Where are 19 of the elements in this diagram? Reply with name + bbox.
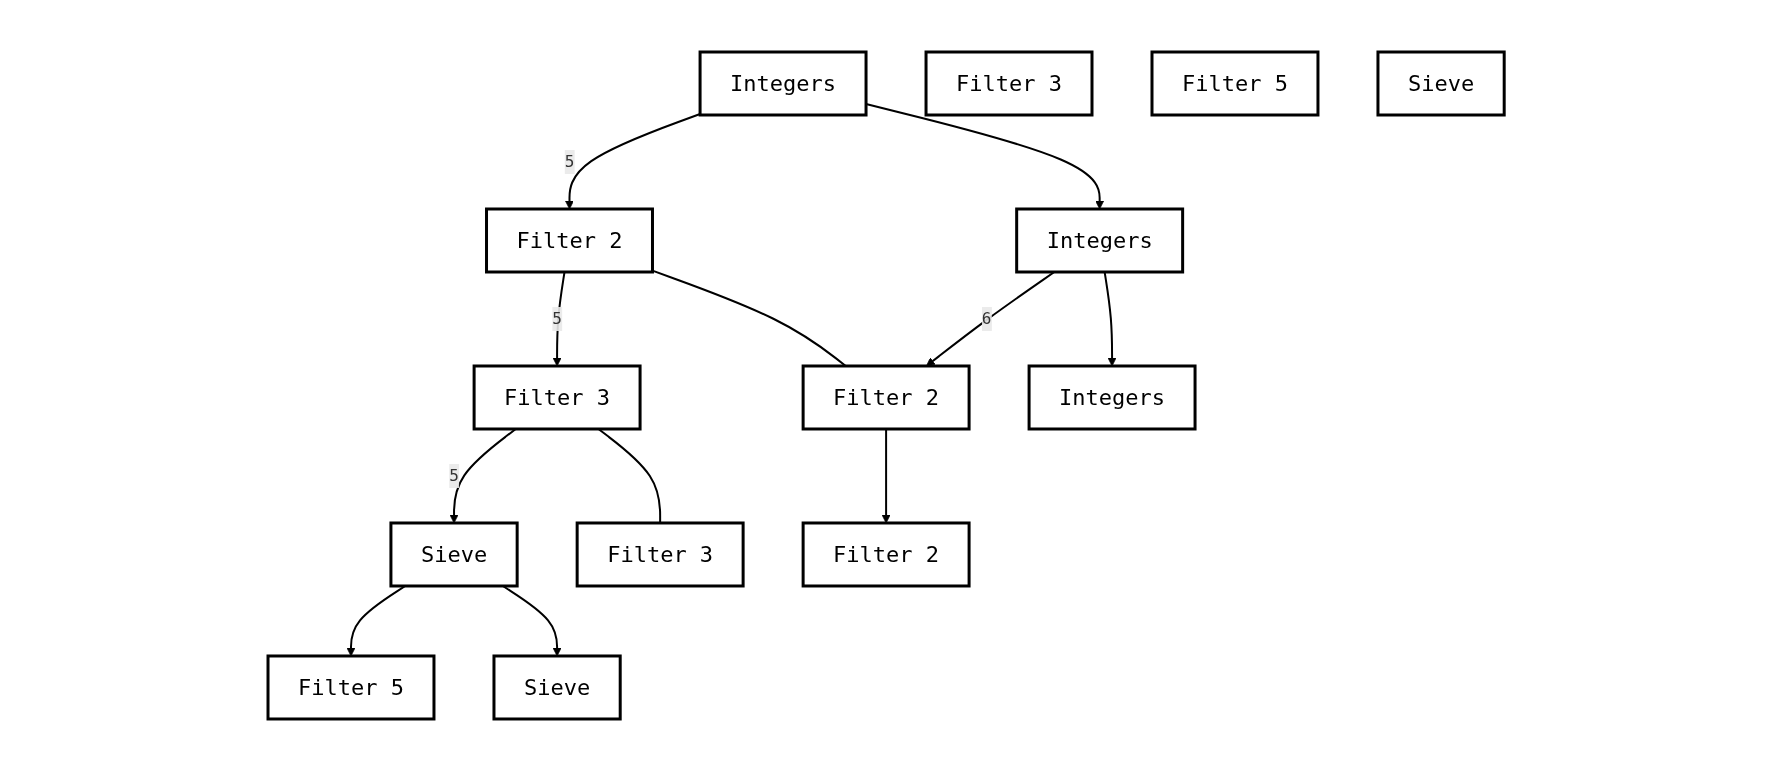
node-box: Filter 3 bbox=[924, 50, 1094, 117]
node-box: Filter 2 bbox=[802, 364, 971, 431]
node-box: Filter 5 bbox=[1150, 50, 1320, 117]
node-box: Filter 2 bbox=[485, 207, 655, 274]
edge-label: 5 bbox=[565, 152, 575, 171]
node-box: Filter 5 bbox=[266, 654, 436, 721]
edge-label: 6 bbox=[982, 308, 992, 328]
node-box: Integers bbox=[698, 50, 868, 117]
node-box: Sieve bbox=[1376, 50, 1507, 117]
arrow bbox=[565, 113, 702, 210]
node-box: Integers bbox=[1015, 207, 1185, 274]
edge-label: 5 bbox=[552, 308, 563, 328]
node-box: Sieve bbox=[492, 654, 623, 721]
node-box: Filter 3 bbox=[576, 521, 745, 588]
edge-label: 5 bbox=[449, 465, 460, 485]
node-box: Integers bbox=[1027, 364, 1197, 431]
node-box: Sieve bbox=[389, 521, 520, 588]
node-box: Filter 3 bbox=[473, 364, 642, 431]
node-box: Filter 2 bbox=[802, 521, 971, 588]
